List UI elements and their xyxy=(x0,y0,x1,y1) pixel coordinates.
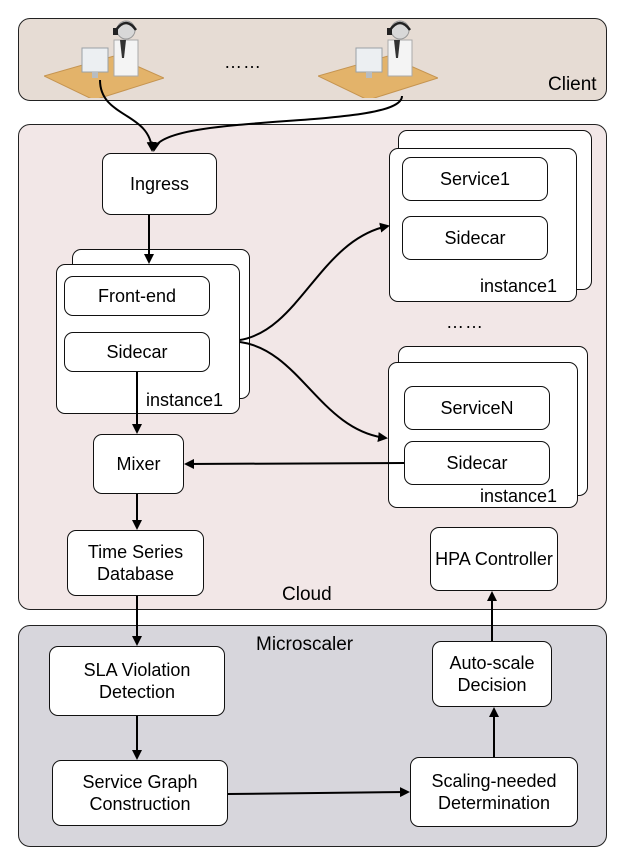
person-at-desk-icon xyxy=(318,20,438,98)
frontend-instance-label: instance1 xyxy=(146,390,224,410)
services-ellipsis: …… xyxy=(446,312,484,332)
mixer-node: Mixer xyxy=(93,434,184,494)
microscaler-label: Microscaler xyxy=(256,634,354,655)
client1-to-ingress-arrow xyxy=(99,79,157,152)
client2-to-ingress-arrow xyxy=(150,95,403,152)
service-graph-node: Service Graph Construction xyxy=(52,760,228,826)
auto-scale-decision-node: Auto-scale Decision xyxy=(432,641,552,707)
sgc-to-snd-arrow xyxy=(227,787,410,798)
service1-instance-label: instance1 xyxy=(480,276,558,296)
sidecar-to-service1-arrow xyxy=(239,222,390,341)
hpa-controller-node: HPA Controller xyxy=(430,527,558,591)
frontend-node: Front-end xyxy=(64,276,210,316)
sidecar-frontend-node: Sidecar xyxy=(64,332,210,372)
sla-violation-node: SLA Violation Detection xyxy=(49,646,225,716)
sidecar-service1-node: Sidecar xyxy=(402,216,548,260)
ingress-node: Ingress xyxy=(102,153,217,215)
client-label: Client xyxy=(548,74,597,95)
tsdb-node: Time Series Database xyxy=(67,530,204,596)
serviceN-instance-label: instance1 xyxy=(480,486,558,506)
serviceN-to-mixer-arrow xyxy=(184,458,405,469)
client-ellipsis: …… xyxy=(224,52,262,72)
sidecar-to-serviceN-arrow xyxy=(239,341,388,442)
person-at-desk-icon xyxy=(44,20,164,98)
cloud-label: Cloud xyxy=(282,584,332,605)
service1-node: Service1 xyxy=(402,157,548,201)
sidecar-serviceN-node: Sidecar xyxy=(404,441,550,485)
scaling-needed-node: Scaling-needed Determination xyxy=(410,757,578,827)
serviceN-node: ServiceN xyxy=(404,386,550,430)
